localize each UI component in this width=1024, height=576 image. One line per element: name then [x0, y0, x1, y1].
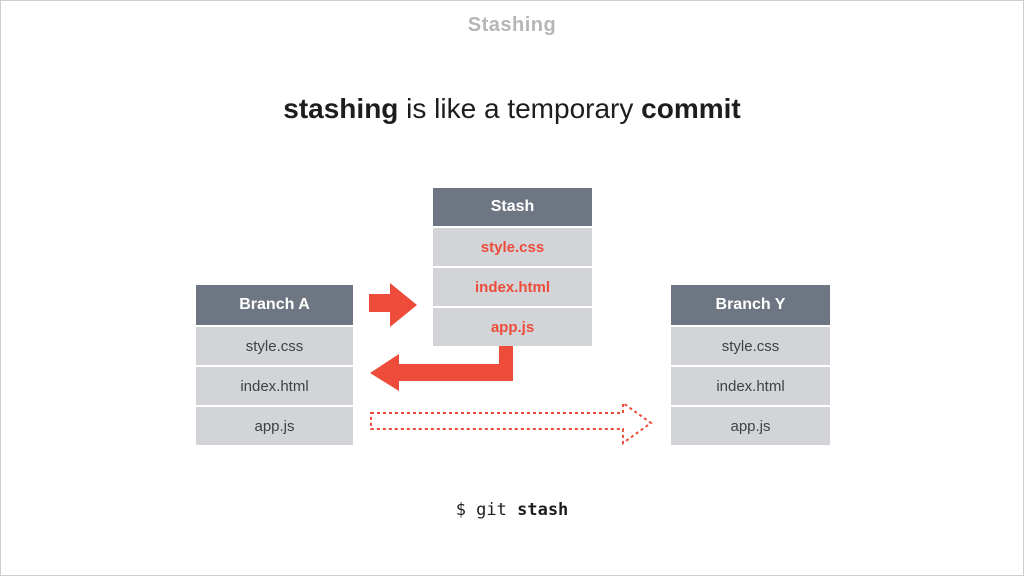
branch-y-file-row: index.html [671, 365, 830, 405]
slide-title: stashing is like a temporary commit [1, 93, 1023, 125]
command-prompt: $ git [455, 500, 518, 520]
branch-a-box: Branch A style.css index.html app.js [196, 285, 353, 445]
branch-y-file-row: style.css [671, 325, 830, 365]
branch-y-file-row: app.js [671, 405, 830, 445]
branch-a-box-header: Branch A [196, 285, 353, 325]
slide-kicker: Stashing [467, 14, 557, 36]
title-middle: is like a temporary [398, 93, 642, 124]
git-command-line: $ git stash [1, 500, 1023, 520]
title-bold-start: stashing [283, 93, 399, 124]
branch-y-box: Branch Y style.css index.html app.js [671, 285, 830, 445]
stash-file-row: app.js [433, 306, 592, 346]
branch-a-file-row: index.html [196, 365, 353, 405]
unstash-arrow-left-icon [370, 346, 513, 391]
command-keyword: stash [517, 500, 569, 520]
stash-file-row: style.css [433, 226, 592, 266]
stash-file-row: index.html [433, 266, 592, 306]
branch-a-file-row: app.js [196, 405, 353, 445]
title-bold-end: commit [641, 93, 741, 124]
stash-box: Stash style.css index.html app.js [433, 188, 592, 346]
branch-switch-dotted-arrow-icon [370, 401, 653, 445]
branch-y-box-header: Branch Y [671, 285, 830, 325]
branch-a-file-row: style.css [196, 325, 353, 365]
stash-box-header: Stash [433, 188, 592, 226]
stash-arrow-right-icon [369, 283, 417, 327]
